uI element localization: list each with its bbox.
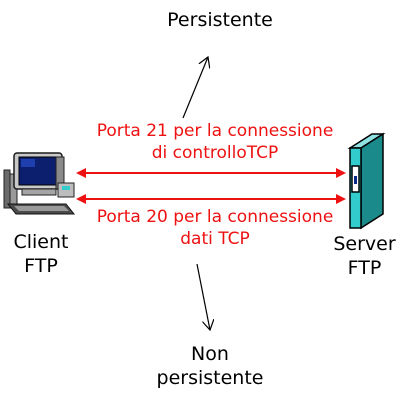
data-connection-label: Porta 20 per la connessione dati TCP: [70, 206, 360, 250]
non-persistent-label: Non persistente: [120, 342, 300, 390]
client-label: Client FTP: [0, 230, 82, 278]
persistent-arrow: [182, 57, 208, 119]
control-connection-line-2: di controlloTCP: [151, 143, 279, 163]
non-persistent-line-1: Non: [191, 343, 229, 365]
client-computer-icon: [3, 152, 76, 215]
data-connection-line-2: dati TCP: [180, 229, 250, 249]
client-label-line-1: Client: [13, 231, 69, 253]
control-connection-label: Porta 21 per la connessione di controllo…: [70, 120, 360, 164]
client-label-line-2: FTP: [24, 255, 58, 277]
control-connection-line-1: Porta 21 per la connessione: [96, 121, 334, 141]
server-label-line-2: FTP: [347, 257, 382, 279]
server-label: Server FTP: [318, 232, 411, 280]
persistent-label: Persistente: [167, 9, 273, 31]
server-icon: [347, 132, 386, 230]
non-persistent-arrow: [196, 263, 210, 330]
data-connection-line-1: Porta 20 per la connessione: [96, 207, 334, 227]
non-persistent-line-2: persistente: [156, 367, 264, 389]
server-label-line-1: Server: [333, 233, 396, 255]
